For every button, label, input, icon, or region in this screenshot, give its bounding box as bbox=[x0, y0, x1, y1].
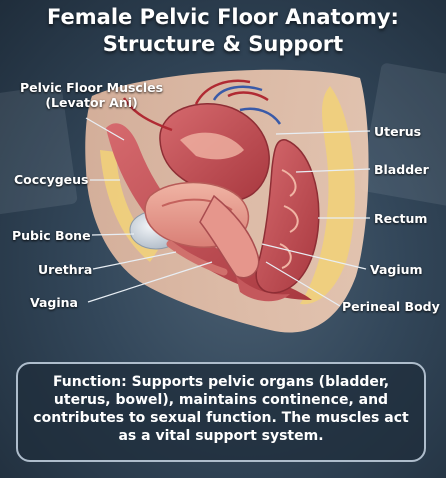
label-bladder: Bladder bbox=[374, 162, 429, 177]
function-info-text: Function: Supports pelvic organs (bladde… bbox=[33, 374, 408, 444]
label-vagium: Vagium bbox=[370, 262, 423, 277]
label-coccygeus: Coccygeus bbox=[14, 172, 89, 187]
title-line-1: Female Pelvic Floor Anatomy: bbox=[0, 4, 446, 31]
title-line-2: Structure & Support bbox=[0, 31, 446, 58]
function-info-box: Function: Supports pelvic organs (bladde… bbox=[16, 362, 426, 462]
page-title: Female Pelvic Floor Anatomy: Structure &… bbox=[0, 4, 446, 58]
label-urethra: Urethra bbox=[38, 262, 92, 277]
label-perineal-body: Perineal Body bbox=[342, 299, 440, 314]
label-levator-ani: Pelvic Floor Muscles (Levator Ani) bbox=[20, 80, 163, 110]
label-levator-line-2: (Levator Ani) bbox=[20, 95, 163, 110]
label-pubic-bone: Pubic Bone bbox=[12, 228, 91, 243]
label-levator-line-1: Pelvic Floor Muscles bbox=[20, 80, 163, 95]
label-uterus: Uterus bbox=[374, 124, 421, 139]
label-vagina: Vagina bbox=[30, 295, 78, 310]
label-rectum: Rectum bbox=[374, 211, 427, 226]
